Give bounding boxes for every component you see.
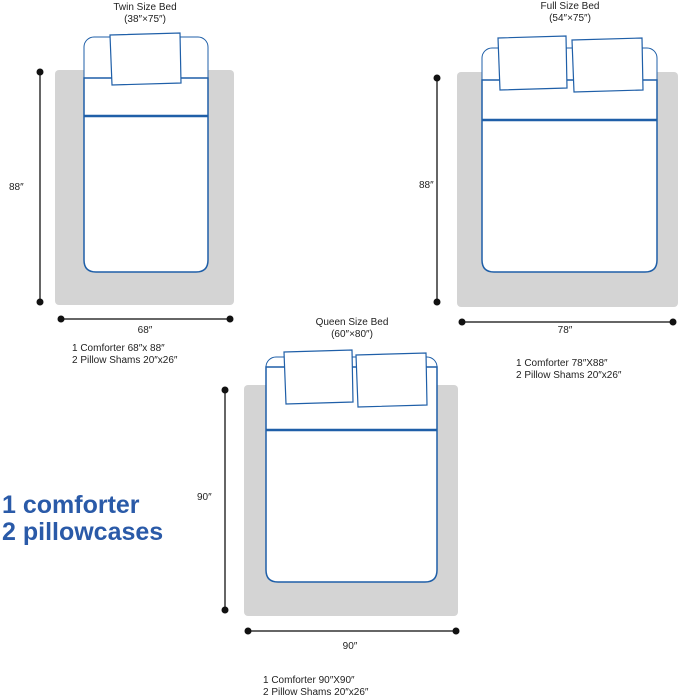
queen-height-label: 90″	[197, 492, 212, 503]
full-height-endpoint	[433, 298, 441, 306]
queen-pillow	[283, 349, 354, 405]
full-comforter: 1 Comforter 78″X88″	[516, 358, 608, 369]
queen-mattress	[265, 366, 438, 583]
full-width-endpoint	[458, 318, 466, 326]
full-height-label: 88″	[419, 180, 434, 191]
queen-width-endpoint	[452, 627, 460, 635]
full-height-endpoint	[433, 74, 441, 82]
full-pillow	[497, 35, 568, 91]
twin-width-endpoint	[57, 315, 65, 323]
full-size: (54″×75″)	[549, 13, 591, 24]
queen-comforter: 1 Comforter 90″X90″	[263, 675, 355, 686]
full-width-endpoint	[669, 318, 677, 326]
queen-width-endpoint	[244, 627, 252, 635]
twin-size: (38″×75″)	[124, 14, 166, 25]
queen-shams: 2 Pillow Shams 20″x26″	[263, 687, 369, 698]
twin-mattress	[83, 77, 209, 273]
twin-height-label: 88″	[9, 182, 24, 193]
queen-size: (60″×80″)	[331, 329, 373, 340]
twin-width-endpoint	[226, 315, 234, 323]
queen-title: Queen Size Bed	[315, 317, 389, 328]
full-mattress	[481, 79, 658, 273]
full-title: Full Size Bed	[540, 1, 600, 12]
full-pillow	[571, 37, 644, 93]
twin-title: Twin Size Bed	[113, 2, 177, 13]
full-width-label: 78″	[557, 325, 573, 336]
summary-comforter: 1 comforter	[2, 491, 140, 519]
twin-comforter: 1 Comforter 68″x 88″	[72, 343, 165, 354]
full-shams: 2 Pillow Shams 20″x26″	[516, 370, 622, 381]
queen-height-endpoint	[221, 606, 229, 614]
twin-pillow	[109, 32, 182, 86]
twin-shams: 2 Pillow Shams 20″x26″	[72, 355, 178, 366]
queen-pillow	[355, 352, 428, 408]
twin-width-label: 68″	[137, 325, 153, 336]
twin-height-endpoint	[36, 298, 44, 306]
summary-pillowcases: 2 pillowcases	[2, 518, 164, 546]
twin-height-endpoint	[36, 68, 44, 76]
package-summary: 1 comforter 2 pillowcases	[2, 492, 163, 546]
queen-width-label: 90″	[342, 641, 358, 652]
queen-height-endpoint	[221, 386, 229, 394]
